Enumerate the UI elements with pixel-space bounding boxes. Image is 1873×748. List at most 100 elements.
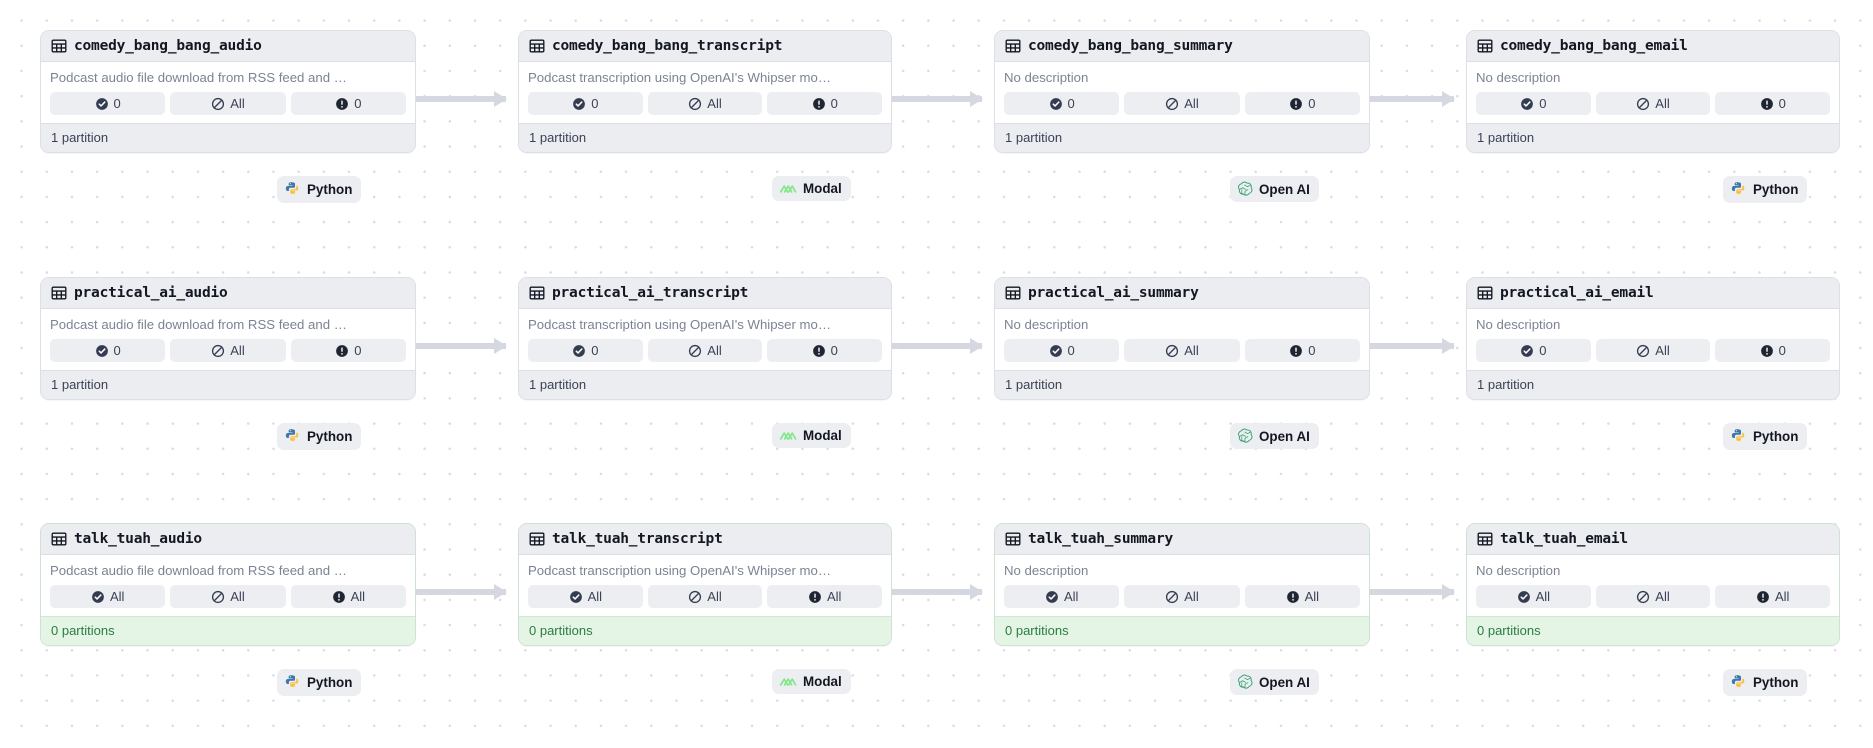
asset-node[interactable]: practical_ai_transcript Podcast transcri… [518,277,892,400]
asset-stat-freshness[interactable]: All [170,585,286,608]
asset-card[interactable]: comedy_bang_bang_summary No description … [994,30,1370,153]
python-logo-icon [1731,182,1745,195]
asset-stat-freshness[interactable]: All [647,585,763,608]
asset-stat-alerts[interactable]: 0 [1715,339,1831,362]
asset-card-header[interactable]: comedy_bang_bang_summary [995,31,1369,62]
integration-tag-modal[interactable]: Modal [772,669,851,694]
integration-tag-python[interactable]: Python [1723,176,1808,203]
asset-node[interactable]: practical_ai_audio Podcast audio file do… [40,277,416,400]
asset-node[interactable]: talk_tuah_summary No description All All… [994,523,1370,646]
asset-node[interactable]: practical_ai_email No description 0 All … [1466,277,1840,400]
asset-stat-freshness[interactable]: All [647,92,763,115]
asset-node[interactable]: comedy_bang_bang_transcript Podcast tran… [518,30,892,153]
integration-tag-open-ai[interactable]: Open AI [1230,176,1319,202]
asset-stat-checks-value: 0 [113,96,121,111]
asset-card-header[interactable]: practical_ai_summary [995,278,1369,309]
asset-card-header[interactable]: practical_ai_transcript [519,278,891,309]
asset-stat-checks[interactable]: 0 [1004,92,1120,115]
asset-card-header[interactable]: talk_tuah_transcript [519,524,891,555]
asset-stat-alerts[interactable]: 0 [1244,92,1360,115]
asset-stat-alerts[interactable]: All [1715,585,1831,608]
asset-stat-freshness[interactable]: All [1595,585,1711,608]
integration-tag-label: Modal [803,674,842,689]
asset-stat-freshness[interactable]: All [170,339,286,362]
asset-card-header[interactable]: talk_tuah_email [1467,524,1839,555]
asset-card-header[interactable]: practical_ai_email [1467,278,1839,309]
asset-stat-freshness-value: All [1184,343,1199,358]
alert-circle-icon [332,590,345,603]
asset-card-header[interactable]: talk_tuah_summary [995,524,1369,555]
asset-card[interactable]: practical_ai_audio Podcast audio file do… [40,277,416,400]
asset-partition-count: 0 partitions [995,616,1369,645]
asset-stat-checks[interactable]: All [1004,585,1120,608]
asset-node[interactable]: comedy_bang_bang_audio Podcast audio fil… [40,30,416,153]
table-icon [1005,39,1021,53]
table-icon [1005,286,1021,300]
asset-node[interactable]: comedy_bang_bang_email No description 0 … [1466,30,1840,153]
asset-stat-freshness[interactable]: All [1595,339,1711,362]
asset-card-header[interactable]: comedy_bang_bang_email [1467,31,1839,62]
check-circle-icon [1521,344,1534,357]
integration-tag-open-ai[interactable]: Open AI [1230,423,1319,449]
asset-card[interactable]: talk_tuah_summary No description All All… [994,523,1370,646]
asset-stat-alerts[interactable]: 0 [767,92,883,115]
integration-tag-python[interactable]: Python [277,176,362,203]
lineage-edge [404,343,506,349]
asset-card[interactable]: talk_tuah_transcript Podcast transcripti… [518,523,892,646]
integration-tag-python[interactable]: Python [1723,423,1808,450]
asset-card[interactable]: practical_ai_email No description 0 All … [1466,277,1840,400]
asset-stat-checks[interactable]: 0 [528,92,643,115]
asset-stat-freshness[interactable]: All [1595,92,1711,115]
asset-node[interactable]: comedy_bang_bang_summary No description … [994,30,1370,153]
asset-node[interactable]: talk_tuah_email No description All All A… [1466,523,1840,646]
asset-stat-alerts-value: 0 [1308,343,1316,358]
asset-stat-freshness[interactable]: All [1124,585,1240,608]
asset-node[interactable]: talk_tuah_transcript Podcast transcripti… [518,523,892,646]
asset-stat-checks[interactable]: All [1476,585,1591,608]
asset-node[interactable]: talk_tuah_audio Podcast audio file downl… [40,523,416,646]
asset-card[interactable]: comedy_bang_bang_transcript Podcast tran… [518,30,892,153]
asset-card-header[interactable]: comedy_bang_bang_transcript [519,31,891,62]
asset-stat-alerts-value: 0 [354,96,362,111]
asset-stat-freshness[interactable]: All [1124,92,1240,115]
slash-circle-icon [1166,590,1179,603]
asset-stat-alerts[interactable]: 0 [1715,92,1831,115]
integration-tag-python[interactable]: Python [277,423,362,450]
asset-card[interactable]: talk_tuah_email No description All All A… [1466,523,1840,646]
asset-stat-checks[interactable]: All [50,585,166,608]
asset-stat-alerts[interactable]: 0 [290,339,406,362]
asset-stat-alerts[interactable]: 0 [767,339,883,362]
asset-card[interactable]: practical_ai_transcript Podcast transcri… [518,277,892,400]
asset-node[interactable]: practical_ai_summary No description 0 Al… [994,277,1370,400]
asset-card-header[interactable]: comedy_bang_bang_audio [41,31,415,62]
asset-stat-alerts[interactable]: 0 [290,92,406,115]
integration-tag-modal[interactable]: Modal [772,176,851,201]
asset-stat-freshness[interactable]: All [647,339,763,362]
python-logo-icon [285,675,299,688]
asset-card[interactable]: comedy_bang_bang_email No description 0 … [1466,30,1840,153]
asset-card-header[interactable]: practical_ai_audio [41,278,415,309]
integration-tag-modal[interactable]: Modal [772,423,851,448]
integration-tag-python[interactable]: Python [277,669,362,696]
asset-card[interactable]: comedy_bang_bang_audio Podcast audio fil… [40,30,416,153]
integration-tag-python[interactable]: Python [1723,669,1808,696]
asset-stat-checks[interactable]: 0 [1476,92,1591,115]
asset-stat-freshness[interactable]: All [170,92,286,115]
asset-card-header[interactable]: talk_tuah_audio [41,524,415,555]
asset-stat-alerts[interactable]: All [767,585,883,608]
asset-card[interactable]: practical_ai_summary No description 0 Al… [994,277,1370,400]
asset-stat-alerts[interactable]: All [290,585,406,608]
integration-tag-open-ai[interactable]: Open AI [1230,669,1319,695]
asset-card[interactable]: talk_tuah_audio Podcast audio file downl… [40,523,416,646]
asset-stat-checks[interactable]: 0 [50,339,166,362]
asset-stat-checks[interactable]: 0 [1476,339,1591,362]
asset-stat-alerts[interactable]: 0 [1244,339,1360,362]
asset-stat-checks[interactable]: 0 [1004,339,1120,362]
asset-stat-checks[interactable]: 0 [50,92,166,115]
asset-description: Podcast audio file download from RSS fee… [50,563,347,578]
asset-stat-alerts[interactable]: All [1244,585,1360,608]
asset-stat-checks[interactable]: All [528,585,643,608]
asset-stat-checks[interactable]: 0 [528,339,643,362]
asset-stat-freshness[interactable]: All [1124,339,1240,362]
